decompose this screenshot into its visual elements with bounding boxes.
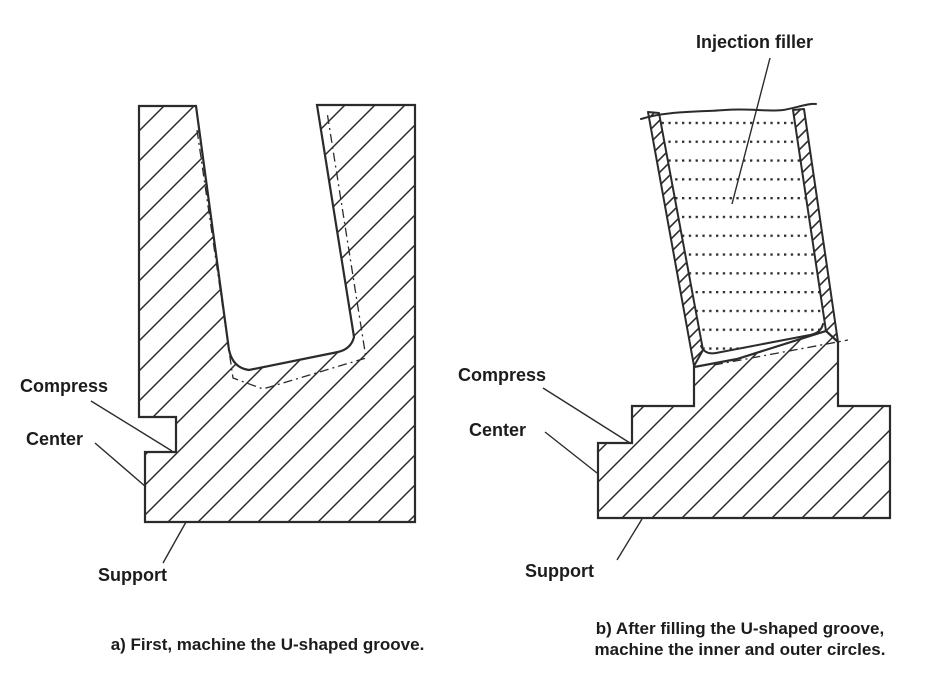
caption-figure-b: b) After filling the U-shaped groove, ma… bbox=[565, 618, 915, 661]
part-b-base-cross-section bbox=[596, 329, 892, 520]
injection-filler-body bbox=[659, 110, 826, 354]
figure-b-drawing bbox=[542, 57, 892, 561]
label-support-b: Support bbox=[525, 561, 594, 581]
label-support-a: Support bbox=[98, 565, 167, 585]
support-leader-line-a bbox=[162, 521, 187, 564]
center-leader-line-a bbox=[94, 442, 147, 488]
part-a-cross-section bbox=[137, 103, 417, 524]
compress-leader-line-b bbox=[542, 387, 631, 444]
injection-filler-leader-line bbox=[731, 57, 771, 205]
caption-figure-a: a) First, machine the U-shaped groove. bbox=[110, 635, 425, 654]
caption-figure-b-line1: b) After filling the U-shaped groove, bbox=[595, 619, 885, 638]
filler-bottom-edge bbox=[700, 323, 824, 355]
groove-bottom-dashdot bbox=[713, 339, 849, 366]
compress-leader-line-a bbox=[90, 400, 173, 452]
label-compress-b: Compress bbox=[458, 365, 547, 385]
support-leader-line-b bbox=[616, 518, 643, 561]
filler-top-surface bbox=[640, 102, 817, 120]
label-injection-filler: Injection filler bbox=[696, 32, 814, 52]
label-center-b: Center bbox=[469, 420, 527, 440]
figure-a-drawing bbox=[90, 103, 417, 564]
label-compress-a: Compress bbox=[20, 376, 109, 396]
center-leader-line-b bbox=[544, 431, 598, 474]
caption-figure-b-line2: machine the inner and outer circles. bbox=[594, 640, 886, 660]
label-center-a: Center bbox=[26, 429, 84, 449]
